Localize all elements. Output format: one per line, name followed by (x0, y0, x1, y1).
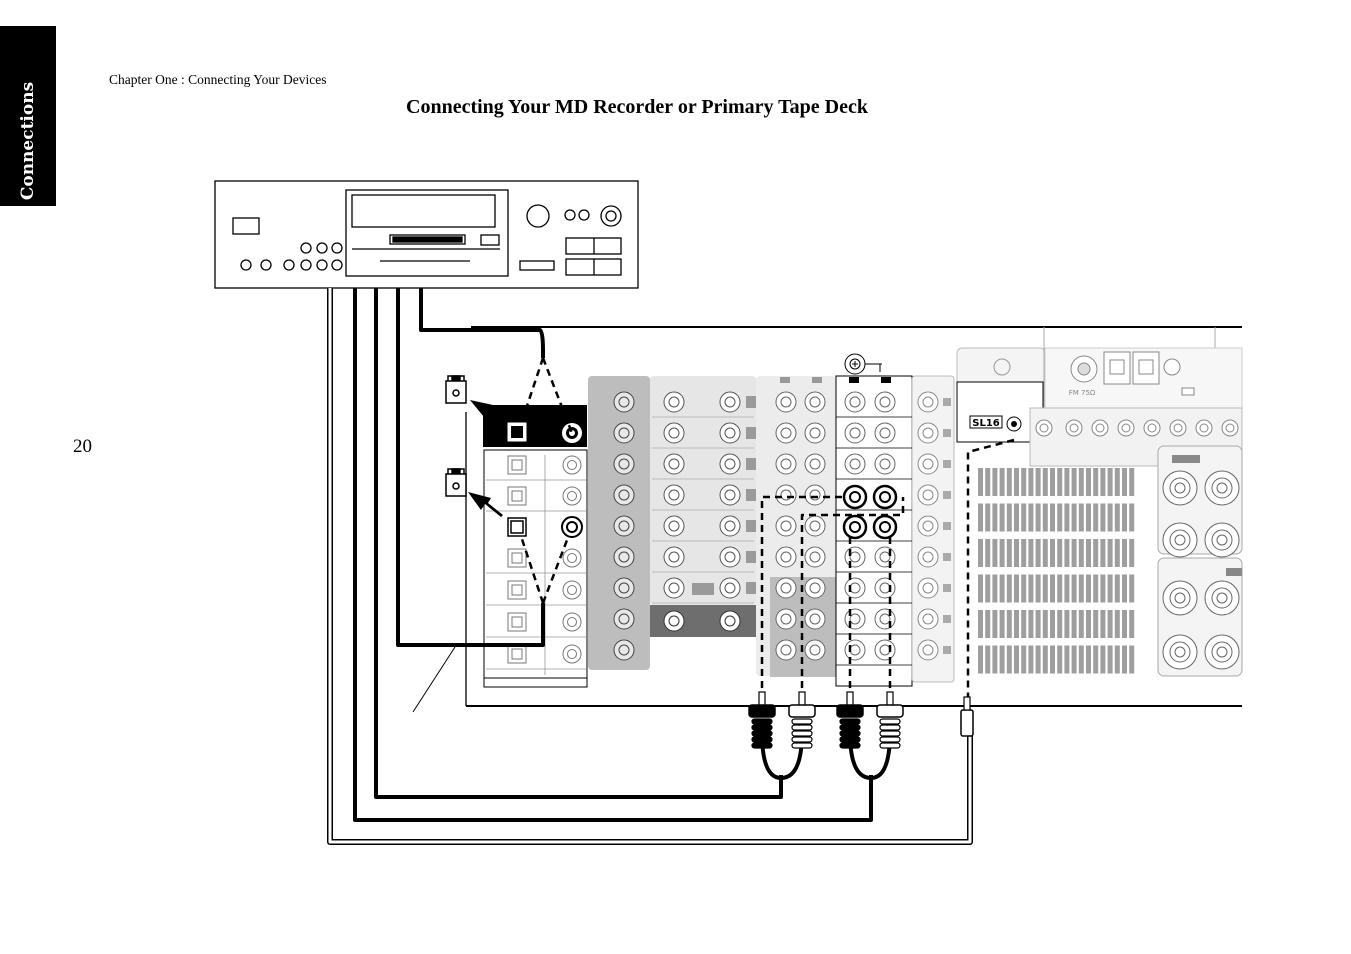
cables (327, 288, 1015, 845)
sl16-label: SL16 (972, 418, 1000, 429)
chapter-header: Chapter One : Connecting Your Devices (109, 72, 327, 87)
fm-antenna-label: FM 75Ω (1069, 389, 1096, 397)
optical-connector-rows (486, 455, 586, 670)
tuner-and-speaker-section: SL16 FM 75Ω (956, 327, 1243, 677)
page-number: 20 (73, 436, 92, 457)
audio-jack-block (756, 375, 955, 687)
connected-jacks (507, 484, 898, 540)
rca-plugs (748, 691, 904, 749)
ground-terminal (844, 353, 882, 375)
optical-cap-icon (445, 375, 467, 497)
s-video-block (650, 376, 764, 637)
page-title: Connecting Your MD Recorder or Primary T… (406, 96, 868, 118)
md-recorder-device (214, 180, 639, 289)
section-tab: Connections (0, 26, 56, 206)
mini-plug (960, 696, 974, 737)
insert-arrow-icon (468, 400, 506, 517)
